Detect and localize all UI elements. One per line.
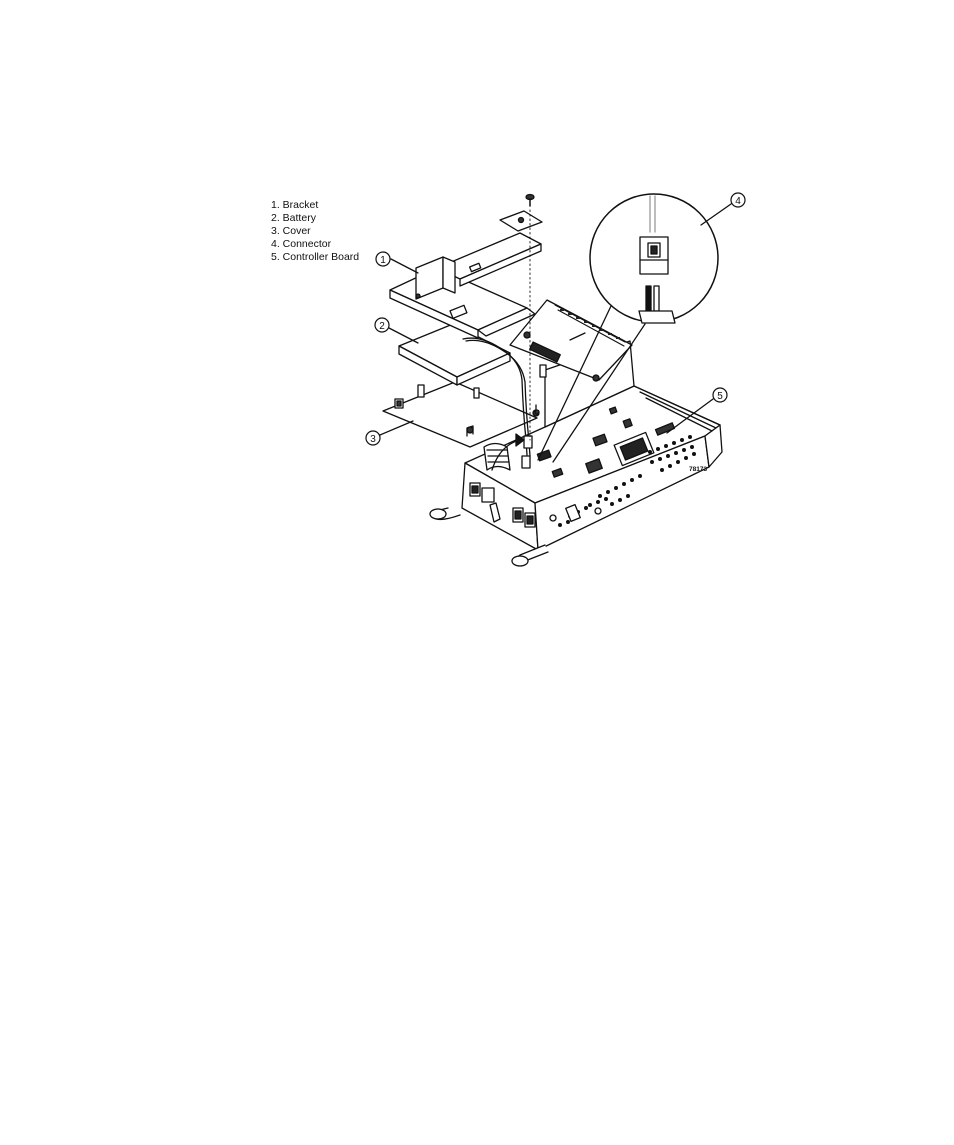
callout-2: 2 [375,318,418,343]
figure-id: 78173 [689,466,707,473]
callout-4-label: 4 [735,196,741,207]
callout-3-label: 3 [370,434,376,445]
callout-5-label: 5 [717,391,723,402]
bracket [390,211,542,338]
callout-1: 1 [376,252,418,273]
callout-1-label: 1 [380,255,386,266]
callout-3: 3 [366,421,413,445]
callout-4: 4 [701,193,745,225]
callout-2-label: 2 [379,321,385,332]
